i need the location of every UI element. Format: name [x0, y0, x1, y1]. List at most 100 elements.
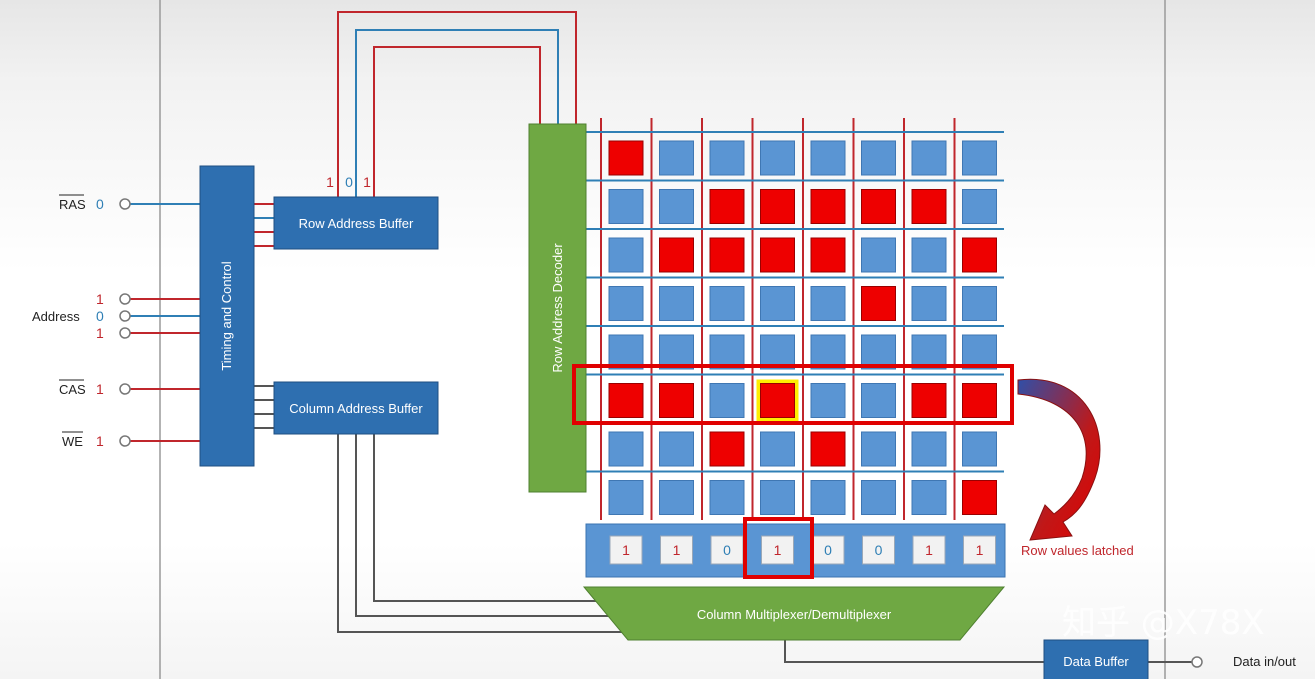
memory-cell — [659, 237, 694, 273]
memory-cell — [659, 431, 694, 467]
memory-cell — [608, 140, 644, 176]
memory-cell — [861, 431, 896, 467]
memory-cell — [911, 237, 947, 273]
memory-cell — [962, 189, 997, 224]
column-multiplexer-label: Column Multiplexer/Demultiplexer — [697, 607, 892, 622]
memory-cell — [810, 383, 846, 418]
memory-cell — [760, 480, 795, 515]
latch-cell — [710, 535, 744, 565]
timing-control-block: Timing and Control — [199, 165, 255, 467]
memory-cell — [810, 140, 846, 176]
memory-cell — [608, 189, 644, 224]
memory-cell — [810, 237, 846, 273]
memory-cell — [760, 431, 795, 467]
row-buffer-wires — [337, 11, 577, 197]
memory-cell — [861, 286, 896, 321]
memory-cell — [659, 140, 694, 176]
ras-label: RAS — [59, 197, 86, 212]
row-buffer-bit-0: 1 — [326, 174, 334, 190]
row-address-decoder-label: Row Address Decoder — [550, 243, 565, 373]
memory-cell — [760, 334, 795, 370]
memory-cell — [760, 383, 795, 418]
memory-cell — [608, 383, 644, 418]
memory-cell — [659, 286, 694, 321]
memory-cell — [760, 286, 795, 321]
latch-bit: 0 — [824, 542, 832, 558]
row-values-latched-label: Row values latched — [1021, 543, 1134, 558]
latch-cell — [811, 535, 845, 565]
address-bit-1: 0 — [96, 308, 104, 324]
col-buffer-wires — [337, 434, 1192, 663]
ras-value: 0 — [96, 196, 104, 212]
memory-cell — [810, 334, 846, 370]
memory-cell — [709, 383, 745, 418]
memory-cell — [861, 189, 896, 224]
memory-cell — [709, 431, 745, 467]
latch-bit: 1 — [976, 542, 984, 558]
latch-bit: 1 — [622, 542, 630, 558]
memory-cell — [861, 480, 896, 515]
timing-control-label: Timing and Control — [219, 261, 234, 370]
memory-cell — [608, 480, 644, 515]
row-buffer-bit-2: 1 — [363, 174, 371, 190]
latch-cell — [862, 535, 895, 565]
latch-bit: 0 — [875, 542, 883, 558]
memory-cell — [760, 237, 795, 273]
memory-cell — [810, 480, 846, 515]
memory-cell — [659, 383, 694, 418]
memory-cell — [911, 189, 947, 224]
latch-cell — [609, 535, 643, 565]
memory-cell — [962, 334, 997, 370]
watermark: 知乎 @X78X — [1062, 603, 1265, 643]
memory-grid — [586, 118, 1004, 520]
we-value: 1 — [96, 433, 104, 449]
latch-bit: 1 — [925, 542, 933, 558]
memory-cell — [659, 480, 694, 515]
address-label: Address — [32, 309, 80, 324]
memory-cell — [911, 480, 947, 515]
memory-cell — [659, 334, 694, 370]
memory-cell — [962, 286, 997, 321]
memory-cell — [810, 189, 846, 224]
we-label: WE — [62, 434, 83, 449]
column-address-buffer: Column Address Buffer — [273, 381, 439, 435]
memory-cell — [911, 431, 947, 467]
row-buffer-bit-1: 0 — [345, 174, 353, 190]
memory-cell — [608, 334, 644, 370]
memory-cell — [709, 140, 745, 176]
pin-circles — [119, 198, 1203, 668]
memory-cell — [911, 383, 947, 418]
memory-cell — [709, 334, 745, 370]
memory-cell — [861, 383, 896, 418]
latch-bit: 1 — [774, 542, 782, 558]
curved-arrow-icon — [1017, 378, 1101, 541]
memory-cell — [861, 140, 896, 176]
memory-cell — [962, 140, 997, 176]
address-bit-0: 1 — [96, 291, 104, 307]
memory-cell — [911, 334, 947, 370]
latch-cell — [912, 535, 946, 565]
latch-cell — [761, 535, 794, 565]
latch-cell — [660, 535, 693, 565]
memory-cell — [608, 431, 644, 467]
memory-cell — [911, 140, 947, 176]
memory-cell — [760, 140, 795, 176]
latch-bit: 0 — [723, 542, 731, 558]
pin-labels: RAS 0 Address 1 0 1 CAS 1 WE 1 — [32, 194, 104, 449]
row-address-decoder: Row Address Decoder — [528, 123, 587, 493]
address-bit-2: 1 — [96, 325, 104, 341]
memory-cell — [962, 480, 997, 515]
memory-cell — [659, 189, 694, 224]
cas-value: 1 — [96, 381, 104, 397]
memory-cell — [760, 189, 795, 224]
data-io-label: Data in/out — [1233, 654, 1296, 669]
memory-cell — [709, 237, 745, 273]
memory-cell — [709, 286, 745, 321]
data-buffer: Data Buffer — [1043, 639, 1149, 679]
row-address-buffer-label: Row Address Buffer — [299, 216, 414, 231]
memory-cell — [608, 286, 644, 321]
column-multiplexer: Column Multiplexer/Demultiplexer — [582, 586, 1006, 641]
memory-cell — [709, 189, 745, 224]
